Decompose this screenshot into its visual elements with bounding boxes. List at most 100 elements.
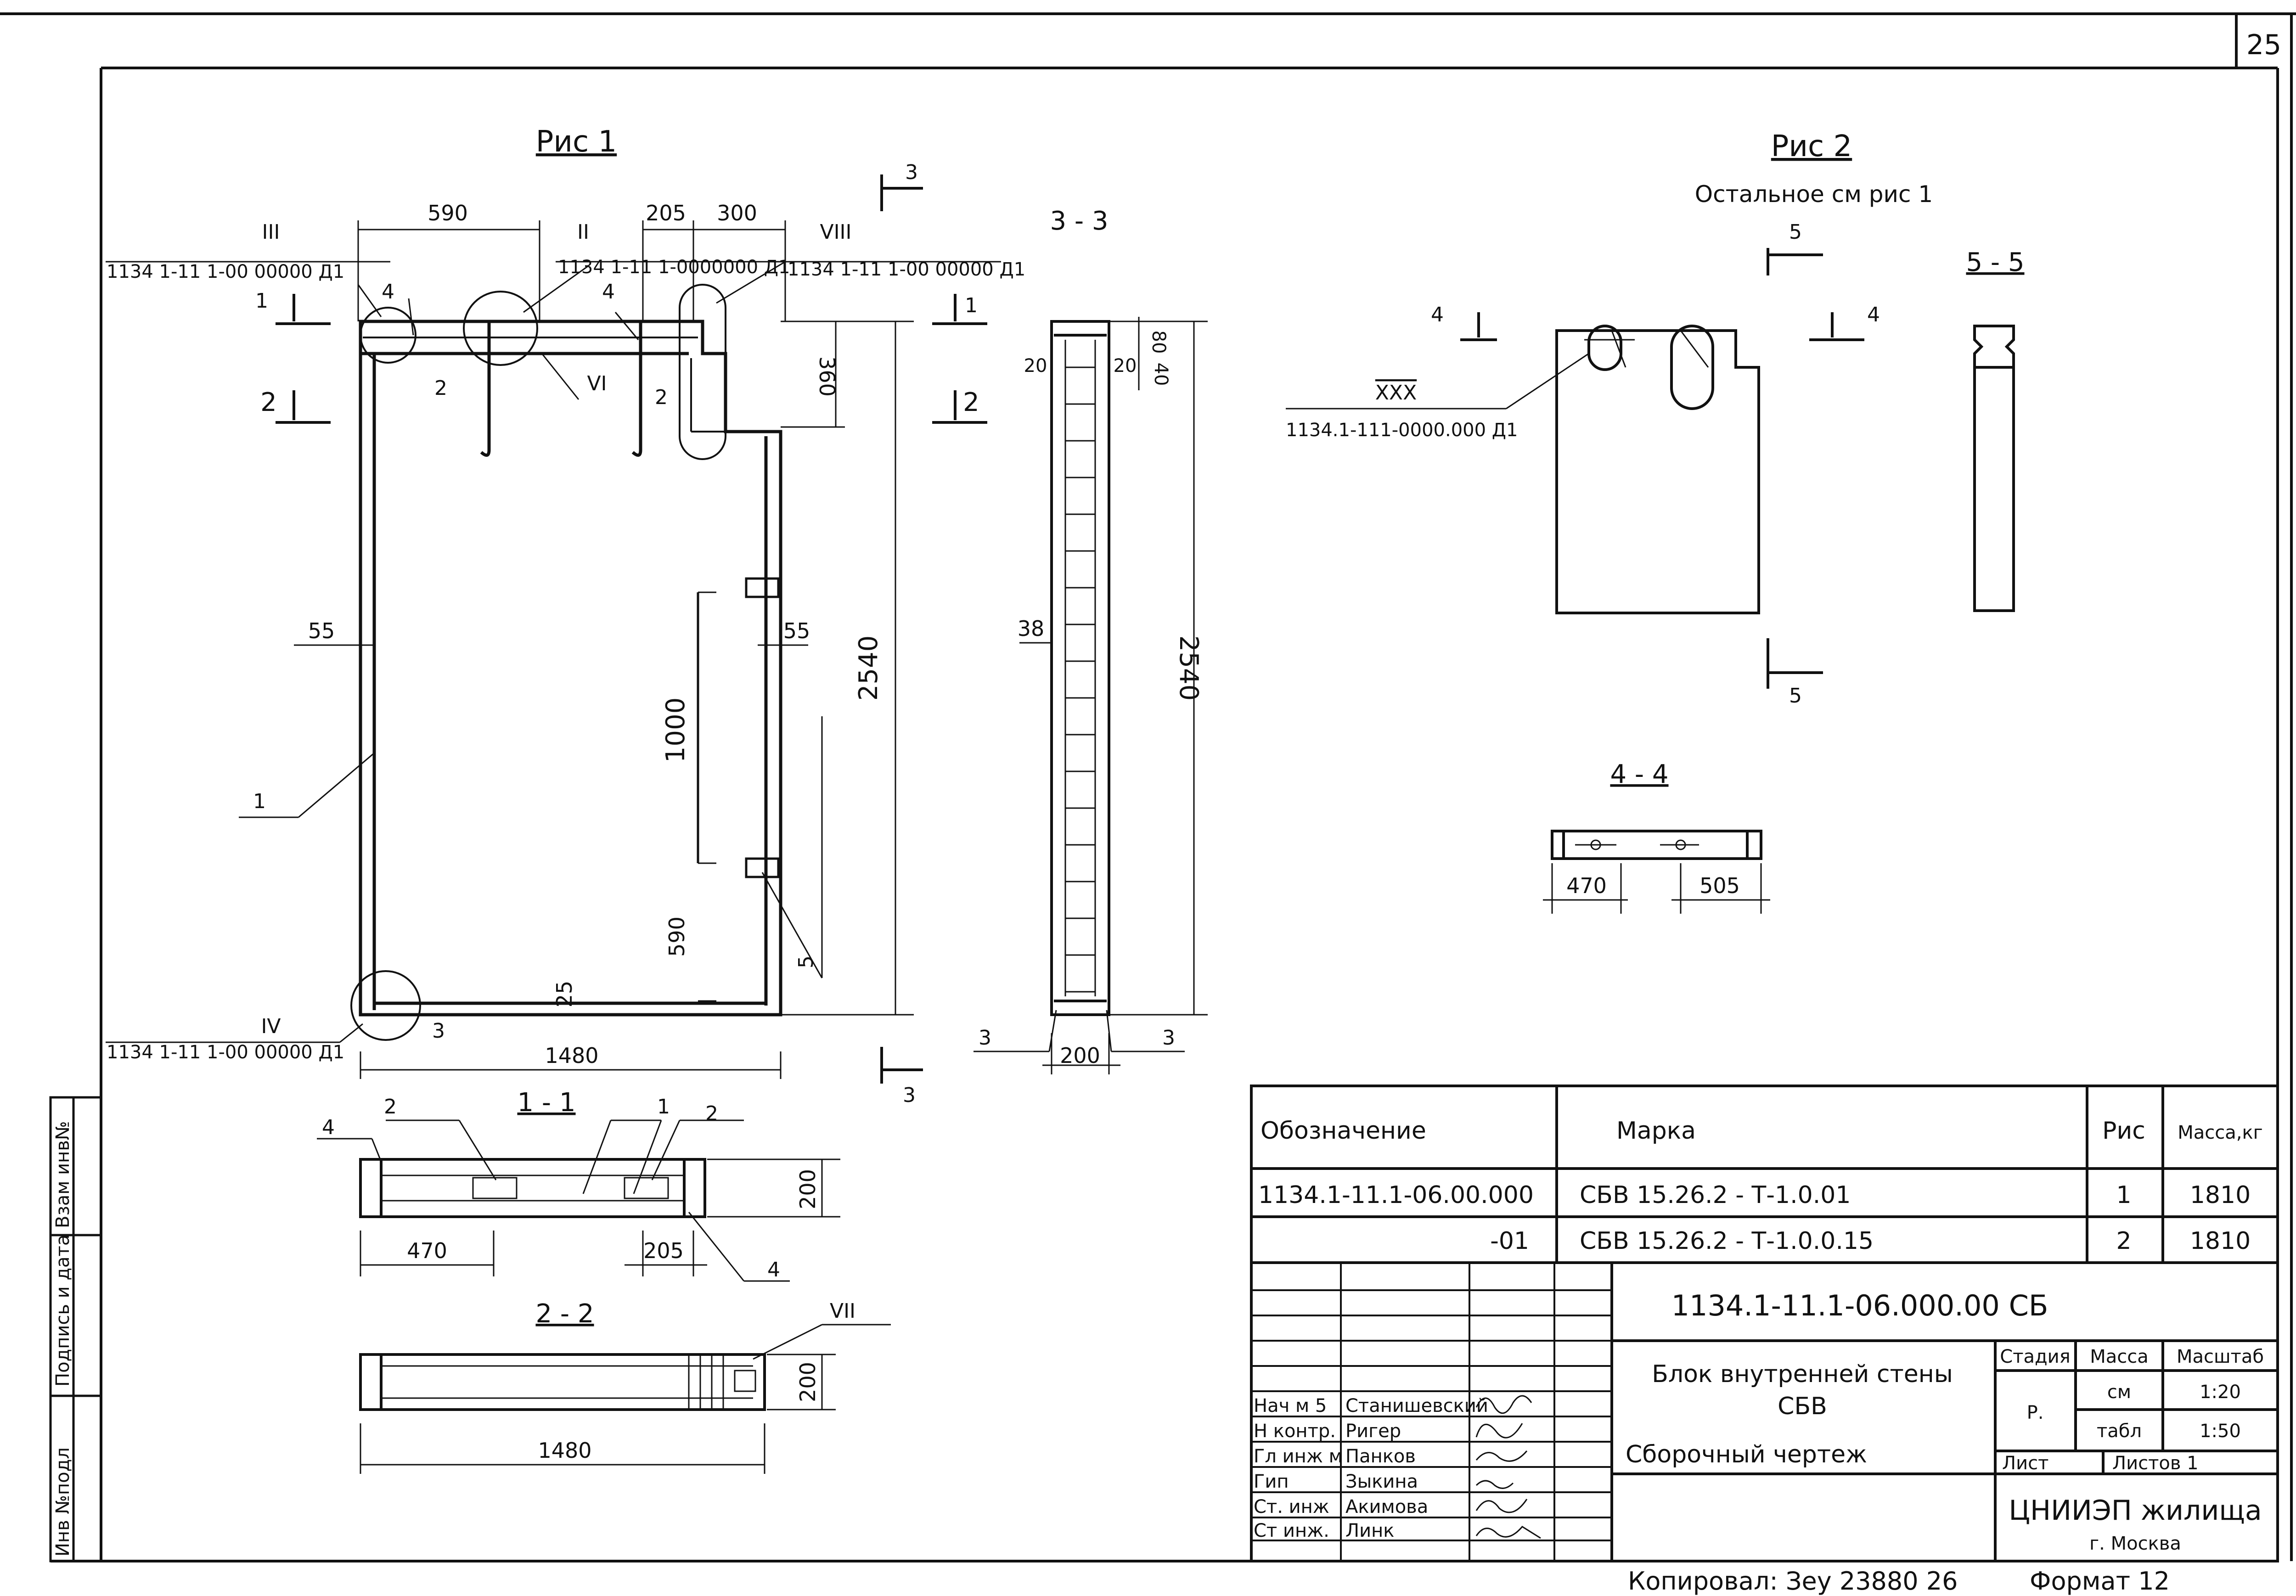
- section-1-1: 1 - 1: [317, 1088, 840, 1282]
- sec33-title: 3 - 3: [1050, 206, 1108, 236]
- fig1-cut-1-right: 1: [965, 294, 978, 317]
- tb-role-6: Ст инж.: [1254, 1520, 1329, 1541]
- tb-mass-value: см: [2107, 1382, 2131, 1403]
- fig1-section-marks: [276, 174, 987, 1084]
- tb-role-5: Ст. инж: [1254, 1496, 1329, 1517]
- fig1-ref-b: 1134 1-11 1-0000000 Д1: [558, 257, 790, 278]
- tb-sheet-label: Лист: [2002, 1453, 2048, 1474]
- sec44-dim-470: 470: [1566, 873, 1607, 898]
- fig1-detail-circles: [350, 284, 726, 1041]
- tb-signatures: [1475, 1395, 1541, 1539]
- tb-role-3: Гл инж м: [1254, 1446, 1343, 1467]
- sec33-reinforcement-ladder: [1064, 340, 1096, 996]
- tb-role-1: Нач м 5: [1254, 1395, 1327, 1416]
- fig1-callout-1: 1: [253, 790, 266, 813]
- fig1-dim-25: 25: [552, 981, 577, 1008]
- specification-table: Обозначение Марка Рис Масса,кг 1134.1-11…: [1250, 1085, 2279, 1264]
- tb-name-line2: СБВ: [1778, 1393, 1827, 1420]
- sec33-callout-3-left: 3: [979, 1026, 991, 1050]
- fig1-callout-3: 3: [432, 1019, 445, 1043]
- fig2-title: Рис 2: [1771, 129, 1852, 163]
- fig1-roman-vi: VI: [587, 372, 607, 395]
- section-4-4: 4 - 4 470 505: [1543, 759, 1770, 914]
- fig1-roman-viii: VIII: [820, 220, 851, 244]
- fig1-dim-300: 300: [717, 201, 757, 225]
- fig1-dim-1480: 1480: [545, 1043, 598, 1068]
- sec11-callout-2-right: 2: [705, 1102, 718, 1125]
- sec22-dim-1480: 1480: [538, 1438, 591, 1463]
- sec33-dim-38: 38: [1018, 616, 1045, 641]
- tb-role-4: Гип: [1254, 1471, 1289, 1492]
- tb-scale-1: 1:20: [2200, 1382, 2241, 1403]
- spec-header-designation: Обозначение: [1261, 1117, 1426, 1145]
- tb-name-line1: Блок внутренней стены: [1652, 1360, 1953, 1388]
- sec11-callout-4-left: 4: [322, 1116, 335, 1139]
- side-label-inv-orig: Инв №подл: [52, 1447, 73, 1557]
- spec-row1-fig: 1: [2116, 1181, 2131, 1209]
- fig1-cut-2-right: 2: [963, 388, 979, 417]
- fig1-panel-outline: [359, 320, 782, 1017]
- section-3-3: 3 - 3: [974, 206, 1208, 1074]
- fig1-cut-2-left: 2: [260, 388, 277, 417]
- spec-row2-mark: СБВ 15.26.2 - Т-1.0.0.15: [1580, 1227, 1874, 1255]
- fig1-ref-a: 1134 1-11 1-00 00000 Д1: [107, 261, 344, 282]
- section-5-5: 5 - 5: [1966, 247, 2025, 612]
- spec-row1-mass: 1810: [2190, 1181, 2251, 1209]
- fig2-cut-5-top: 5: [1789, 220, 1802, 244]
- fig1-callout-4-right: 4: [602, 280, 615, 303]
- fig1-ref-c: 1134 1-11 1-00 00000 Д1: [788, 259, 1025, 280]
- sec11-callout-4-right: 4: [767, 1258, 780, 1281]
- fig1-dimension-lines: [294, 220, 914, 1079]
- side-label-replaced-inv: Взам инв№: [52, 1121, 73, 1228]
- sec33-dim-80: 80: [1148, 331, 1169, 354]
- fig1-callout-5: 5: [794, 955, 818, 968]
- sec33-dim-200: 200: [1060, 1043, 1100, 1068]
- fig1-dim-590-vertical: 590: [664, 916, 689, 957]
- sec11-callout-2-left: 2: [384, 1095, 397, 1118]
- fig1-callout-2-right: 2: [655, 386, 668, 409]
- sec33-dim-40: 40: [1150, 363, 1171, 386]
- fig1-dim-55-left: 55: [308, 618, 335, 643]
- spec-row2-fig: 2: [2116, 1227, 2131, 1255]
- sec22-roman-vii: VII: [830, 1299, 855, 1323]
- sec11-callout-1: 1: [657, 1095, 670, 1118]
- fig1-dim-360: 360: [815, 356, 839, 397]
- fig1-roman-ii: II: [577, 220, 589, 244]
- fig2-cut-5-bottom: 5: [1789, 684, 1802, 708]
- sec44-title: 4 - 4: [1610, 759, 1668, 789]
- fig2-cut-4-left: 4: [1431, 303, 1444, 326]
- footer-copied: Копировал: Зеу 23880 26: [1628, 1567, 1958, 1596]
- sec11-title: 1 - 1: [517, 1088, 575, 1118]
- tb-scale-label: Масштаб: [2177, 1346, 2264, 1367]
- tb-name-2: Ригер: [1345, 1421, 1401, 1442]
- tb-name-6: Линк: [1345, 1520, 1394, 1541]
- side-label-signature-date: Подпись и дата: [52, 1235, 73, 1387]
- spec-row2-mass: 1810: [2190, 1227, 2251, 1255]
- tb-city: г. Москва: [2089, 1533, 2181, 1554]
- title-block: Нач м 5 Станишевский Н контр. Ригер Гл и…: [1250, 1261, 2279, 1562]
- section-2-2: 2 - 2 200 1480 VII: [359, 1299, 891, 1474]
- spec-row2-designation: -01: [1490, 1227, 1529, 1255]
- tb-stage: Р.: [2027, 1402, 2044, 1423]
- tb-stage-label: Стадия: [2000, 1346, 2070, 1367]
- sec33-dim-2540: 2540: [1174, 635, 1204, 701]
- fig1-dim-590: 590: [428, 201, 468, 225]
- sec33-dim-20-left: 20: [1024, 355, 1047, 377]
- tb-organization: ЦНИИЭП жилища: [2009, 1495, 2262, 1527]
- sec11-dim-205: 205: [643, 1238, 684, 1263]
- fig1-dim-2540: 2540: [854, 635, 884, 701]
- tb-scale-2: 1:50: [2200, 1421, 2241, 1442]
- side-stamp: Инв №подл Подпись и дата Взам инв№: [49, 1096, 102, 1562]
- tb-name-4: Зыкина: [1345, 1471, 1418, 1492]
- spec-header-fig: Рис: [2102, 1117, 2145, 1145]
- sec33-callout-3-right: 3: [1162, 1026, 1175, 1050]
- sec11-dim-200: 200: [795, 1169, 820, 1209]
- fig1-dim-55-right: 55: [783, 618, 810, 643]
- fig1-title: Рис 1: [536, 125, 617, 159]
- spec-header-mass: Масса,кг: [2178, 1122, 2262, 1143]
- spec-row1-mark: СБВ 15.26.2 - Т-1.0.01: [1580, 1181, 1851, 1209]
- fig1-ref-d: 1134 1-11 1-00 00000 Д1: [107, 1042, 344, 1063]
- sheet-frame: [0, 12, 2296, 1562]
- tb-name-3: Панков: [1345, 1446, 1416, 1467]
